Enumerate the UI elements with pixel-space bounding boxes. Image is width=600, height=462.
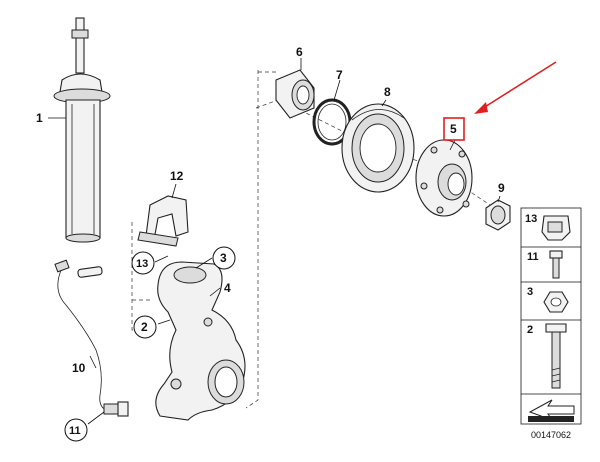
legend-item-2[interactable]: 2 bbox=[527, 324, 533, 336]
callout-5[interactable]: 5 bbox=[450, 122, 457, 136]
highlight-arrow bbox=[474, 61, 557, 114]
legend-item-11[interactable]: 11 bbox=[527, 251, 539, 263]
callout-13[interactable]: 13 bbox=[136, 258, 148, 270]
fastener-legend: 13 11 3 2 bbox=[520, 207, 582, 425]
callout-11[interactable]: 11 bbox=[69, 425, 81, 437]
callout-4[interactable]: 4 bbox=[224, 281, 231, 295]
callout-9[interactable]: 9 bbox=[498, 181, 505, 195]
legend-frame bbox=[520, 207, 582, 425]
collar-nut[interactable] bbox=[485, 199, 511, 231]
callout-8[interactable]: 8 bbox=[384, 85, 391, 99]
callout-1[interactable]: 1 bbox=[36, 111, 43, 125]
sensor-cable[interactable] bbox=[54, 259, 129, 417]
clip-icon bbox=[541, 215, 571, 241]
direction-arrow-icon bbox=[528, 399, 575, 422]
callout-11-circle bbox=[64, 418, 88, 442]
shock-absorber[interactable] bbox=[53, 17, 111, 243]
callout-12[interactable]: 12 bbox=[170, 169, 184, 183]
bolt-icon bbox=[545, 323, 567, 389]
callout-10[interactable]: 10 bbox=[72, 361, 86, 375]
wheel-bearing[interactable] bbox=[275, 69, 315, 119]
protection-plate[interactable] bbox=[341, 103, 415, 193]
callout-3-circle bbox=[212, 246, 236, 270]
reference-number: 00147062 bbox=[531, 430, 571, 440]
wheel-hub[interactable] bbox=[415, 139, 473, 217]
screw-icon bbox=[549, 250, 563, 279]
steering-knuckle[interactable] bbox=[155, 261, 246, 421]
callout-3[interactable]: 3 bbox=[220, 251, 227, 265]
callout-6[interactable]: 6 bbox=[296, 45, 303, 59]
callout-labels: 1 2 3 4 5 6 7 8 9 10 11 12 13 bbox=[36, 45, 505, 442]
callout-13-circle bbox=[131, 251, 155, 275]
bracket[interactable] bbox=[137, 195, 189, 247]
callout-2-circle bbox=[133, 315, 157, 339]
legend-item-3[interactable]: 3 bbox=[527, 286, 533, 298]
leader-lines bbox=[48, 58, 501, 425]
callout-2[interactable]: 2 bbox=[141, 320, 148, 334]
callout-7[interactable]: 7 bbox=[336, 68, 343, 82]
legend-item-13[interactable]: 13 bbox=[525, 213, 537, 225]
nut-icon bbox=[543, 291, 569, 313]
callout-5-highlight-box bbox=[443, 117, 465, 141]
